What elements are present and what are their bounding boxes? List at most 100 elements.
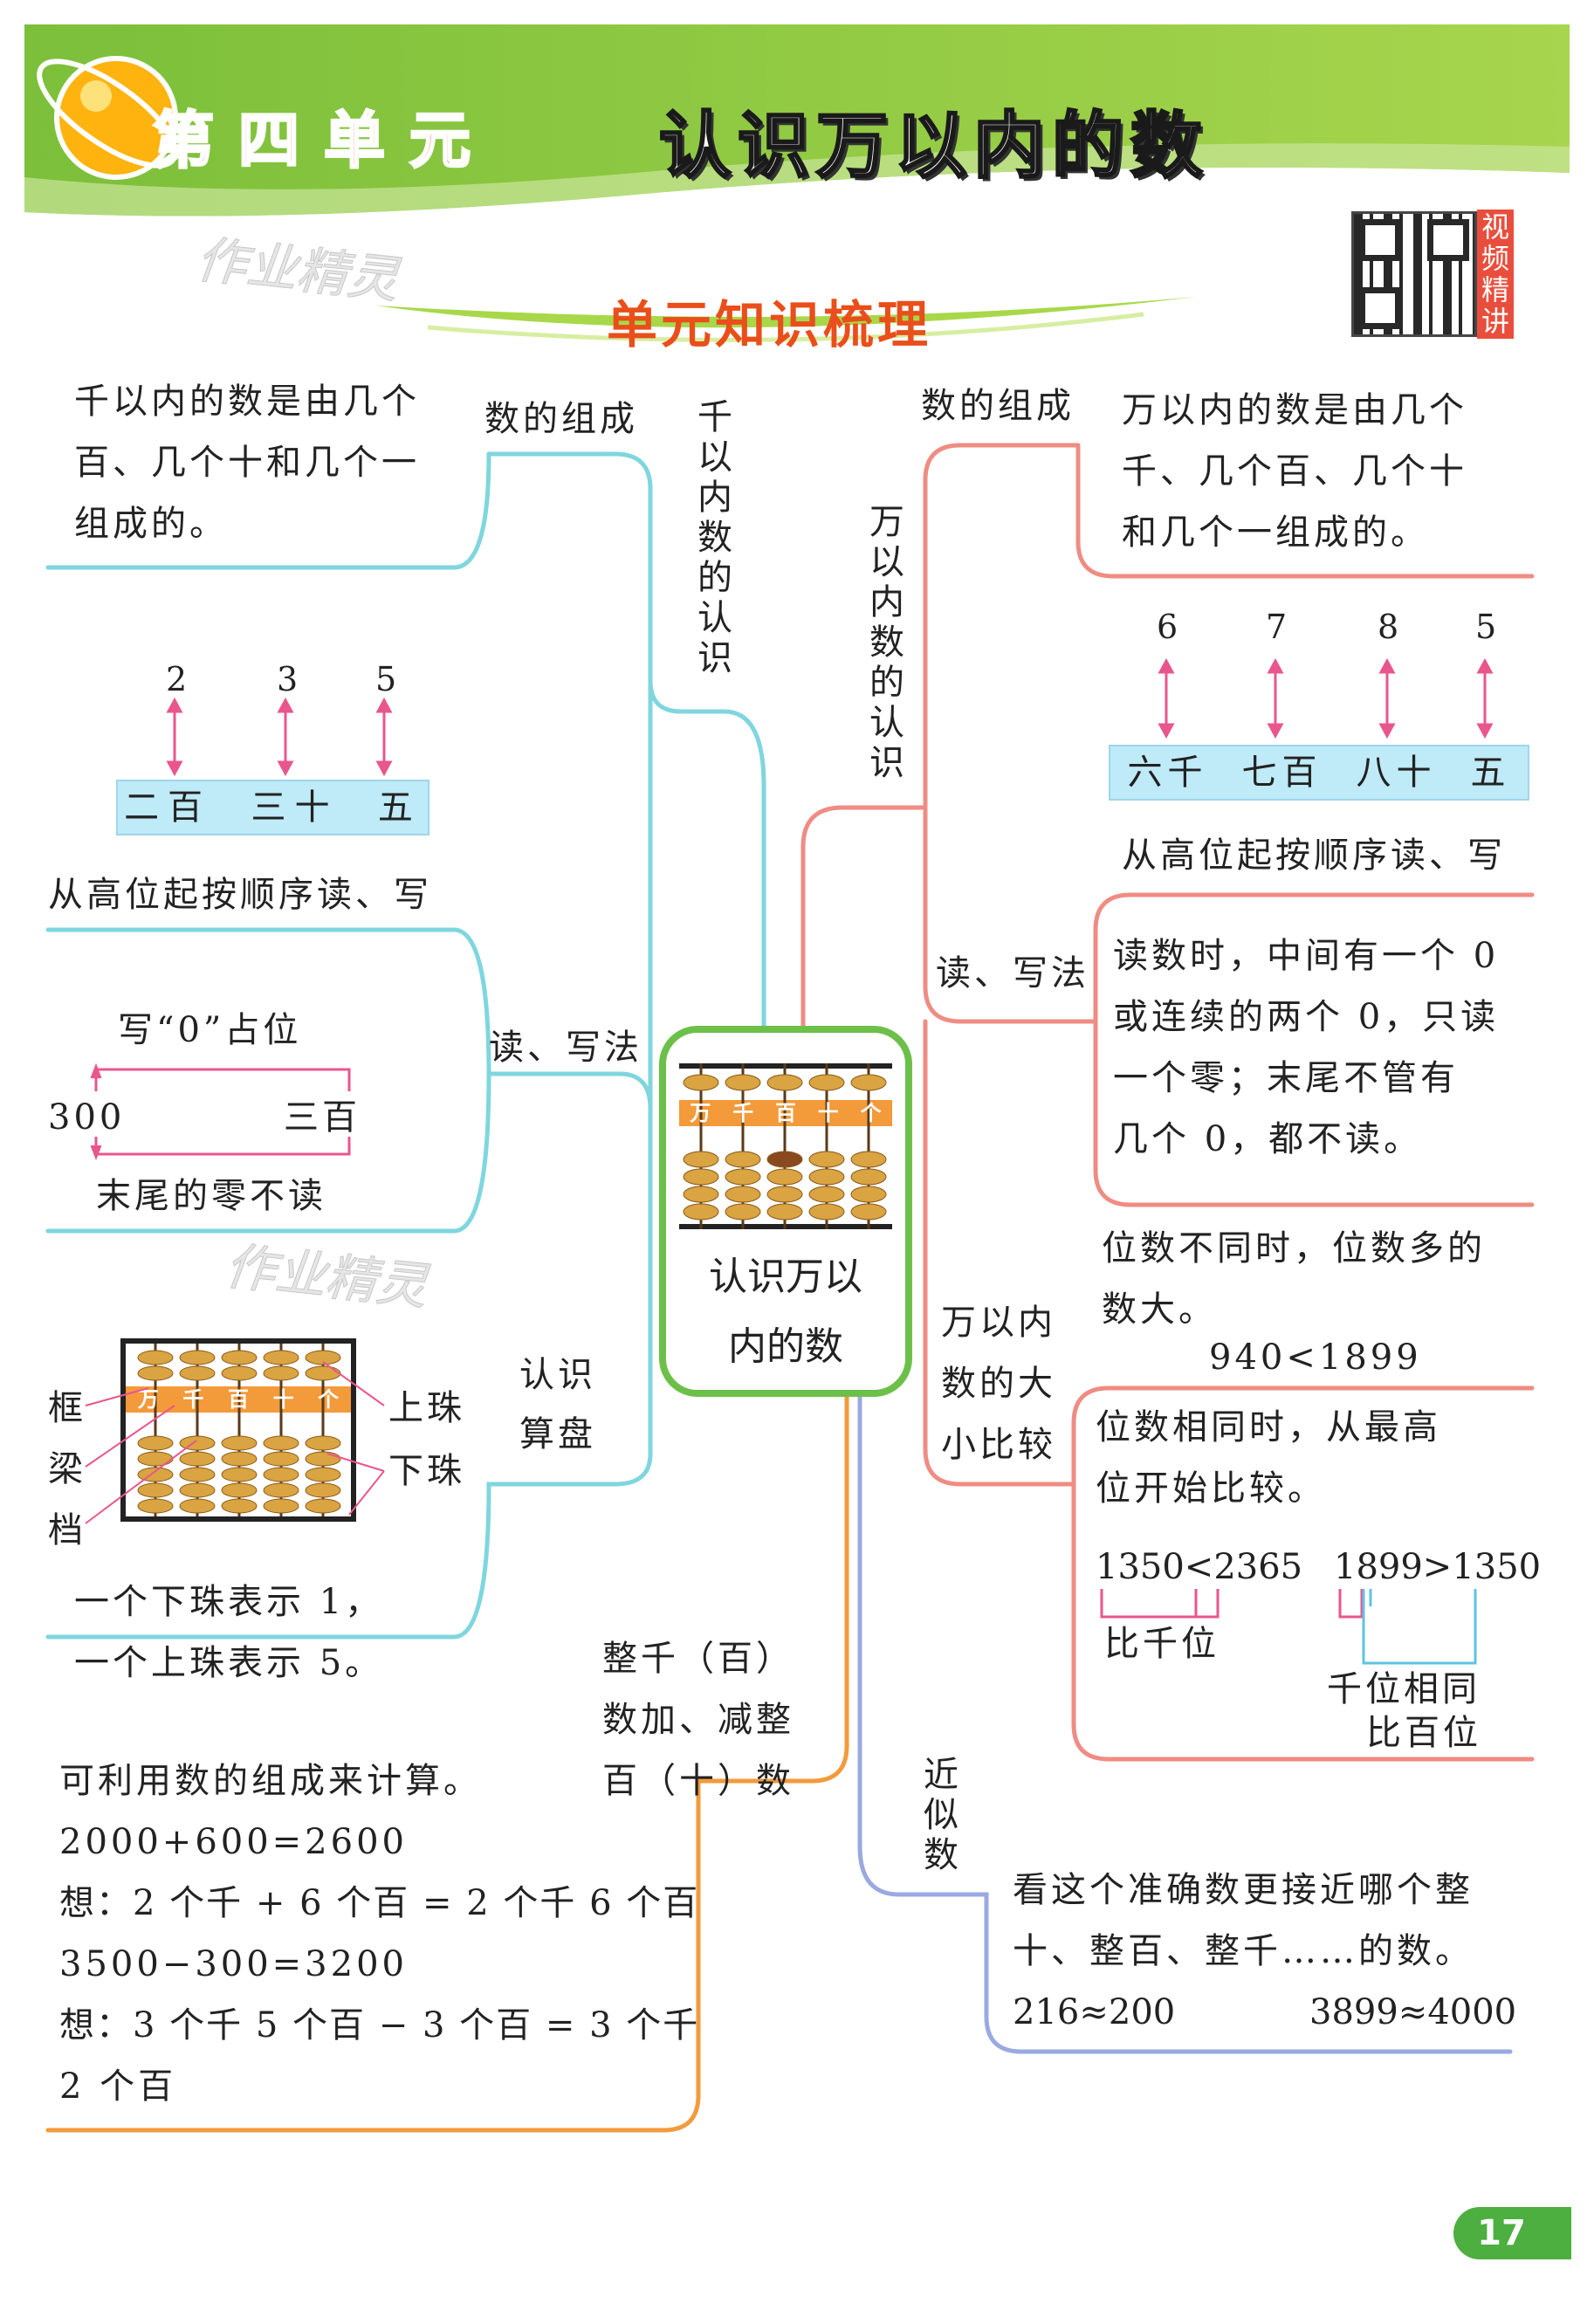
line-left-main bbox=[486, 451, 766, 1042]
compare-ex2-note-2: 比百位 bbox=[1366, 1713, 1481, 1753]
right-readwrite-header: 从高位起按顺序读、写 bbox=[1122, 835, 1506, 876]
page-number: 17 bbox=[1477, 2213, 1526, 2253]
right-branch-vertical-label: 万以内数的认识 bbox=[869, 502, 904, 783]
calc-line-3: 想：2 个千 + 6 个百 = 2 个千 6 个百 bbox=[59, 1883, 700, 1923]
approx-label: 近似数 bbox=[924, 1755, 958, 1875]
right-readwrite-label: 读、写法 bbox=[936, 953, 1089, 994]
abacus-text-2: 一个上珠表示 5。 bbox=[74, 1643, 384, 1683]
abacus-place-ge: 个 bbox=[318, 1387, 340, 1412]
compare-diff-text-2: 数大。 bbox=[1102, 1289, 1217, 1330]
planet-icon bbox=[24, 26, 190, 192]
right-readwrite-text-1: 读数时，中间有一个 0 bbox=[1113, 936, 1500, 976]
center-place-qian: 千 bbox=[732, 1101, 754, 1125]
center-node[interactable]: 万 千 百 十 个 认识万以 内的数 bbox=[659, 1026, 912, 1397]
abacus-label-upper-bead: 上珠 bbox=[388, 1388, 465, 1428]
abacus-place-bai: 百 bbox=[227, 1387, 249, 1412]
qr-side-label: 视频精讲 bbox=[1477, 210, 1514, 339]
header-banner bbox=[24, 24, 1570, 217]
left-composition-text-2: 百、几个十和几个一 bbox=[74, 443, 420, 483]
calc-label-1: 整千（百） bbox=[602, 1639, 794, 1679]
line-orange bbox=[45, 1394, 849, 2133]
page-number-tab: 17 bbox=[1453, 2207, 1571, 2259]
center-place-ge: 个 bbox=[860, 1101, 882, 1125]
compare-same-text-1: 位数相同时，从最高 bbox=[1096, 1407, 1441, 1447]
center-label-line1: 认识万以 bbox=[709, 1255, 862, 1299]
right-composition-parts: 六千 七百 八十 五 bbox=[1109, 745, 1529, 801]
banner-shape bbox=[24, 24, 1570, 217]
compare-ex2: 1899>1350 bbox=[1334, 1547, 1542, 1587]
left-digit-2: 2 bbox=[166, 660, 188, 698]
left-chinese-300: 三百 bbox=[284, 1097, 361, 1138]
center-place-shi: 十 bbox=[817, 1101, 839, 1125]
right-part-thousands: 六千 bbox=[1127, 753, 1208, 793]
calc-line-2: 2000+600=2600 bbox=[59, 1822, 408, 1862]
right-digit-8: 8 bbox=[1378, 608, 1399, 646]
compare-label-1: 万以内 bbox=[941, 1303, 1056, 1343]
compare-ex1-note: 比千位 bbox=[1104, 1624, 1220, 1664]
left-branch-vertical-label: 千以内数的认识 bbox=[697, 397, 732, 678]
calc-line-1: 可利用数的组成来计算。 bbox=[59, 1761, 482, 1801]
left-composition-text-1: 千以内的数是由几个 bbox=[74, 382, 420, 422]
right-composition-label: 数的组成 bbox=[921, 386, 1075, 426]
right-readwrite-text-2: 或连续的两个 0，只读 bbox=[1113, 997, 1500, 1037]
approx-text-1: 看这个准确数更接近哪个整 bbox=[1013, 1870, 1474, 1910]
approx-text-2: 十、整百、整千……的数。 bbox=[1013, 1931, 1474, 1971]
line-right-compare-bottom bbox=[1071, 1482, 1535, 1762]
abacus-label-rod: 档 bbox=[48, 1510, 86, 1550]
calc-label-3: 百（十）数 bbox=[602, 1761, 794, 1801]
center-place-bai: 百 bbox=[774, 1101, 796, 1125]
left-readwrite-header: 从高位起按顺序读、写 bbox=[48, 875, 432, 915]
left-digit-5: 5 bbox=[375, 660, 397, 698]
left-abacus-label-2: 算盘 bbox=[519, 1414, 596, 1454]
center-place-wan: 万 bbox=[690, 1101, 711, 1125]
left-composition-text-3: 组成的。 bbox=[74, 504, 228, 544]
left-num-300: 300 bbox=[48, 1097, 126, 1138]
right-part-hundreds: 七百 bbox=[1241, 753, 1323, 793]
calc-label-2: 数加、减整 bbox=[602, 1700, 794, 1740]
abacus-label-beam: 梁 bbox=[48, 1449, 86, 1489]
left-digit-3: 3 bbox=[277, 660, 299, 698]
abacus-figure: 万 千 百 十 个 bbox=[120, 1338, 356, 1522]
line-blue bbox=[857, 1394, 1513, 2054]
right-part-ones: 五 bbox=[1470, 753, 1511, 793]
section-title-swoosh bbox=[375, 279, 1196, 349]
right-digit-6: 6 bbox=[1157, 608, 1178, 646]
right-composition-text-2: 千、几个百、几个十 bbox=[1122, 451, 1467, 492]
center-abacus: 万 千 百 十 个 bbox=[679, 1063, 892, 1229]
compare-diff-text-1: 位数不同时，位数多的 bbox=[1102, 1228, 1486, 1269]
approx-ex1: 216≈200 bbox=[1013, 1992, 1176, 2032]
abacus-place-wan: 万 bbox=[137, 1387, 159, 1412]
approx-ex2: 3899≈4000 bbox=[1309, 1992, 1517, 2032]
unit-label: 第四单元 bbox=[152, 104, 495, 178]
left-zero-note: 写“0”占位 bbox=[118, 1010, 302, 1050]
left-tail-note: 末尾的零不读 bbox=[96, 1176, 326, 1216]
line-left-readwrite bbox=[45, 678, 653, 1110]
abacus-label-lower-bead: 下珠 bbox=[388, 1451, 465, 1491]
abacus-place-qian: 千 bbox=[182, 1387, 204, 1412]
compare-ex2-note-1: 千位相同 bbox=[1327, 1669, 1481, 1709]
abacus-text-1: 一个下珠表示 1， bbox=[74, 1582, 384, 1622]
abacus-place-shi: 十 bbox=[272, 1387, 294, 1412]
compare-label-2: 数的大 bbox=[941, 1364, 1056, 1404]
chapter-title: 认识万以内的数 bbox=[657, 104, 1210, 189]
right-readwrite-text-3: 一个零；末尾不管有 bbox=[1113, 1058, 1459, 1098]
left-composition-label: 数的组成 bbox=[484, 399, 638, 439]
left-readwrite-label: 读、写法 bbox=[489, 1028, 642, 1068]
section-title: 单元知识梳理 bbox=[607, 295, 932, 354]
left-composition-parts: 二百 三十 五 bbox=[116, 780, 429, 835]
line-left-abacus bbox=[45, 1106, 653, 1640]
compare-label-3: 小比较 bbox=[941, 1425, 1056, 1465]
line-right-main bbox=[800, 443, 1081, 1042]
right-part-tens: 八十 bbox=[1356, 753, 1437, 793]
line-left-composition bbox=[45, 451, 491, 570]
right-composition-text-1: 万以内的数是由几个 bbox=[1122, 390, 1467, 430]
qr-code-icon[interactable] bbox=[1351, 211, 1477, 337]
right-digit-5: 5 bbox=[1475, 608, 1497, 646]
right-composition-text-3: 和几个一组成的。 bbox=[1122, 512, 1429, 553]
